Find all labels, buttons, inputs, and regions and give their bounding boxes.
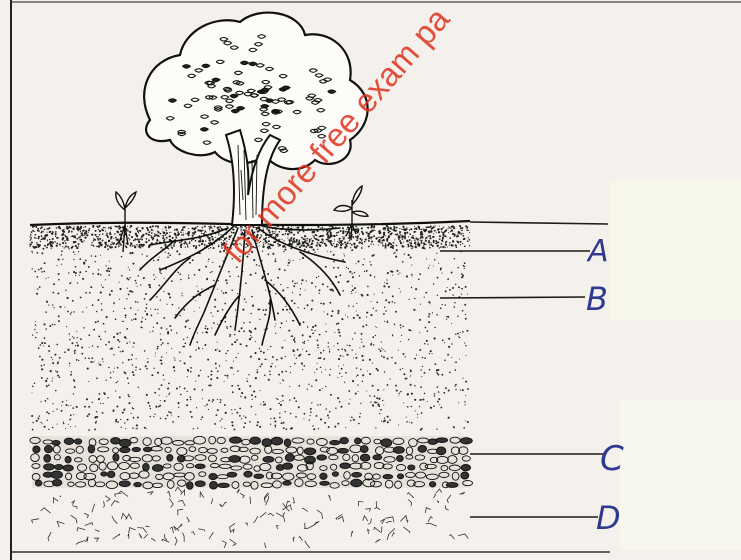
- paper-light-patch: [610, 180, 741, 320]
- paper-light-patch-lower: [620, 400, 741, 550]
- label-d: D: [596, 499, 621, 537]
- label-a: A: [586, 234, 609, 269]
- label-line-b: [440, 297, 585, 298]
- label-c: C: [600, 439, 624, 479]
- weathered-rock-layer-c: [30, 436, 473, 489]
- label-b: B: [586, 280, 608, 318]
